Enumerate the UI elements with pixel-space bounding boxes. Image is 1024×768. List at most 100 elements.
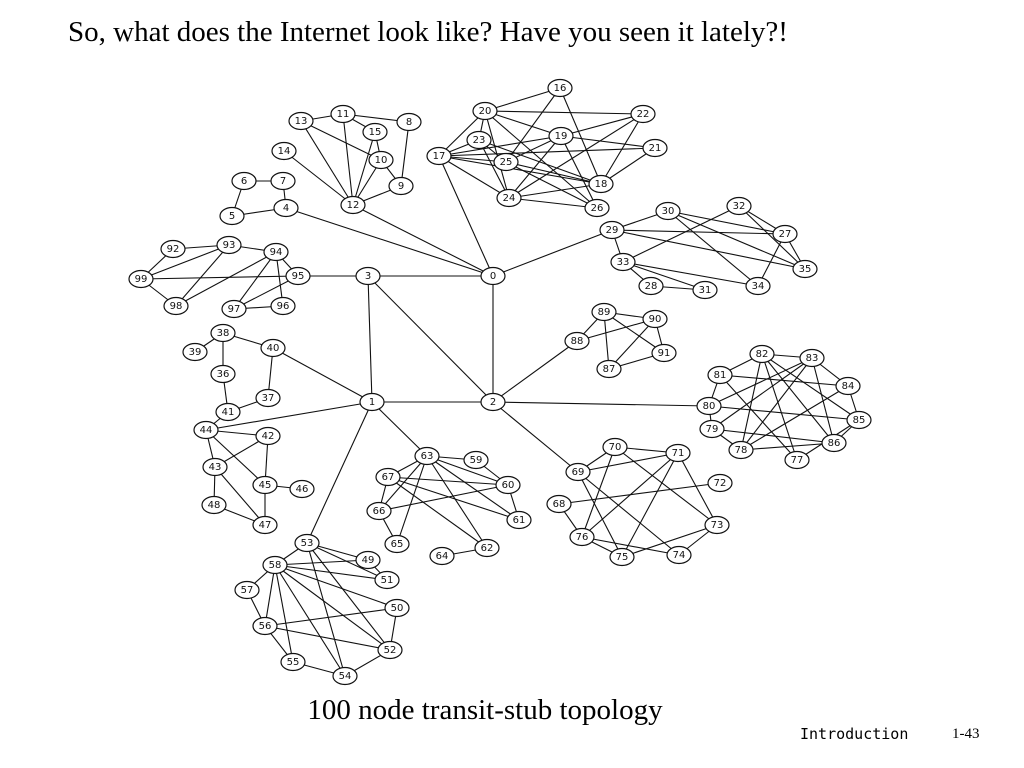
node-47: 47: [252, 515, 278, 535]
node-label: 88: [571, 336, 584, 347]
node-25: 25: [493, 152, 519, 172]
node-2: 2: [480, 392, 506, 412]
node-33: 33: [610, 252, 636, 272]
node-circle: [231, 171, 257, 191]
edge-20-22: [484, 110, 644, 115]
node-circle: [821, 433, 847, 453]
node-circle: [396, 112, 422, 132]
edge-24-26: [508, 197, 598, 209]
node-82: 82: [749, 344, 775, 364]
node-3: 3: [355, 266, 381, 286]
node-label: 60: [502, 480, 515, 491]
node-circle: [474, 538, 500, 558]
node-label: 36: [217, 369, 230, 380]
edge-22-18: [600, 113, 644, 185]
node-label: 41: [222, 407, 235, 418]
node-label: 80: [703, 401, 716, 412]
node-circle: [366, 501, 392, 521]
node-circle: [426, 146, 452, 166]
node-circle: [480, 392, 506, 412]
node-circle: [466, 130, 492, 150]
node-96: 96: [270, 296, 296, 316]
node-circle: [749, 344, 775, 364]
edge-20-19: [484, 110, 562, 137]
node-label: 34: [752, 281, 765, 292]
node-label: 57: [241, 585, 254, 596]
node-48: 48: [201, 495, 227, 515]
node-circle: [375, 467, 401, 487]
node-circle: [359, 392, 385, 412]
node-1: 1: [359, 392, 385, 412]
node-label: 18: [595, 179, 608, 190]
node-circle: [846, 410, 872, 430]
node-circle: [463, 450, 489, 470]
node-circle: [221, 299, 247, 319]
edge-82-86: [761, 353, 835, 444]
edge-0-17: [438, 155, 494, 277]
edge-53-52: [306, 542, 391, 651]
edge-29-27: [611, 229, 786, 235]
node-10: 10: [368, 150, 394, 170]
node-label: 48: [208, 500, 221, 511]
node-circle: [368, 150, 394, 170]
node-circle: [630, 104, 656, 124]
node-circle: [289, 479, 315, 499]
node-label: 49: [362, 555, 375, 566]
node-68: 68: [546, 494, 572, 514]
node-97: 97: [221, 299, 247, 319]
node-59: 59: [463, 450, 489, 470]
edge-63-60: [426, 455, 509, 486]
node-7: 7: [270, 171, 296, 191]
edge-67-62: [387, 476, 488, 549]
node-circle: [602, 437, 628, 457]
edge-90-87: [608, 318, 656, 370]
edge-12-14: [283, 150, 354, 206]
edge-58-52: [274, 564, 391, 651]
node-label: 2: [490, 397, 496, 408]
node-label: 68: [553, 499, 566, 510]
node-label: 29: [606, 225, 619, 236]
node-circle: [263, 242, 289, 262]
node-circle: [374, 570, 400, 590]
edge-0-29: [492, 229, 613, 277]
node-label: 27: [779, 229, 792, 240]
node-5: 5: [219, 206, 245, 226]
node-circle: [332, 666, 358, 686]
edge-56-50: [264, 607, 398, 627]
edge-58-49: [274, 559, 369, 566]
node-circle: [210, 323, 236, 343]
node-circle: [707, 365, 733, 385]
node-label: 95: [292, 271, 305, 282]
node-22: 22: [630, 104, 656, 124]
node-84: 84: [835, 376, 861, 396]
node-label: 86: [828, 438, 841, 449]
node-circle: [234, 580, 260, 600]
node-label: 98: [170, 301, 183, 312]
node-label: 1: [369, 397, 375, 408]
node-91: 91: [651, 343, 677, 363]
node-73: 73: [704, 515, 730, 535]
node-label: 67: [382, 472, 395, 483]
node-circle: [666, 545, 692, 565]
node-circle: [638, 276, 664, 296]
node-circle: [496, 188, 522, 208]
edge-67-61: [387, 476, 520, 521]
node-83: 83: [799, 348, 825, 368]
page-number: 1-43: [952, 726, 980, 742]
node-label: 87: [603, 364, 616, 375]
node-circle: [546, 494, 572, 514]
edge-25-18: [505, 161, 602, 185]
edge-58-56: [264, 564, 276, 627]
node-label: 13: [295, 116, 308, 127]
node-76: 76: [569, 527, 595, 547]
node-circle: [547, 78, 573, 98]
edge-58-55: [274, 564, 294, 663]
node-circle: [201, 495, 227, 515]
node-label: 37: [262, 393, 275, 404]
edge-23-18: [478, 139, 602, 185]
node-label: 53: [301, 538, 314, 549]
node-circle: [610, 252, 636, 272]
edge-82-77: [761, 353, 798, 461]
node-label: 5: [229, 211, 235, 222]
node-circle: [665, 443, 691, 463]
